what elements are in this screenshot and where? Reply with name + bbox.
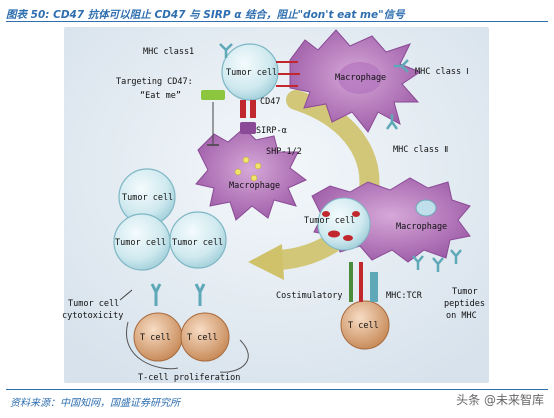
label-eat-me: “Eat me” [140, 91, 181, 101]
antibody-blocker [201, 90, 225, 100]
label-cytotoxicity-2: cytotoxicity [62, 311, 123, 321]
mhc-class1-receptor [219, 43, 233, 58]
label-tumor-peptides-1: Tumor [452, 287, 478, 297]
shp-dots [234, 156, 262, 182]
label-t-cell-2: T cell [187, 333, 218, 343]
t-cell-3 [340, 300, 390, 350]
label-tumor-cell-top: Tumor cell [226, 68, 277, 78]
diagram-panel [64, 27, 489, 383]
source-note: 资料来源：中国知网，国盛证券研究所 [10, 398, 180, 409]
label-tumor-cell-c: Tumor cell [172, 238, 223, 248]
footer-divider [6, 389, 548, 390]
label-tumor-cell-a: Tumor cell [122, 193, 173, 203]
label-macrophage-mid: Macrophage [229, 181, 280, 191]
mhc-class-i-receptors [385, 59, 409, 130]
proliferation-arrow [126, 321, 249, 373]
costimulatory-receptors [349, 262, 378, 302]
label-cd47: CD47 [260, 97, 280, 107]
label-shp: SHP-1/2 [266, 147, 302, 157]
label-mhc-class1: MHC class1 [143, 47, 194, 57]
label-targeting-cd47: Targeting CD47: [116, 77, 193, 87]
label-t-cell-proliferation: T-cell proliferation [138, 373, 240, 383]
label-tumor-cell-b: Tumor cell [115, 238, 166, 248]
label-mhc-tcr: MHC:TCR [386, 291, 423, 301]
macrophage-top-nucleus [338, 62, 382, 94]
label-t-cell-3: T cell [348, 321, 379, 331]
label-costimulatory: Costimulatory [276, 291, 343, 301]
label-macrophage-top: Macrophage [335, 73, 386, 83]
header-divider [6, 21, 548, 22]
label-mhc-class-i: MHC class Ⅰ [415, 67, 469, 77]
cd47-receptor [240, 100, 246, 118]
label-mhc-class-ii: MHC class Ⅱ [393, 145, 448, 155]
label-tumor-cell-engulfed: Tumor cell [304, 216, 355, 226]
cytotoxicity-arrow [119, 289, 133, 301]
tumor-macrophage-links [276, 61, 300, 87]
label-macrophage-right: Macrophage [396, 222, 447, 232]
label-tumor-peptides-3: on MHC [446, 311, 477, 321]
sirp-alpha-receptor [240, 122, 256, 134]
label-cytotoxicity-1: Tumor cell [68, 299, 119, 309]
watermark: 头条 @未来智库 [456, 393, 544, 407]
figure-caption-bar: 图表 50: CD47 抗体可以阻止 CD47 与 SIRP α 结合，阻止"d… [6, 3, 546, 21]
macrophage-right-nucleus [415, 199, 437, 217]
engulfed-fragments [322, 211, 360, 241]
tumor-cell-c [169, 211, 227, 269]
label-sirp-alpha: SIRP-α [256, 126, 287, 136]
cd47-receptor-2 [250, 100, 256, 118]
figure-caption: 图表 50: CD47 抗体可以阻止 CD47 与 SIRP α 结合，阻止"d… [6, 9, 405, 21]
label-t-cell-1: T cell [140, 333, 171, 343]
tcr-receptors-left [150, 283, 206, 306]
t-cell-2 [180, 312, 230, 362]
label-tumor-peptides-2: peptides [444, 299, 485, 309]
tumor-peptide-receptors [412, 249, 462, 272]
